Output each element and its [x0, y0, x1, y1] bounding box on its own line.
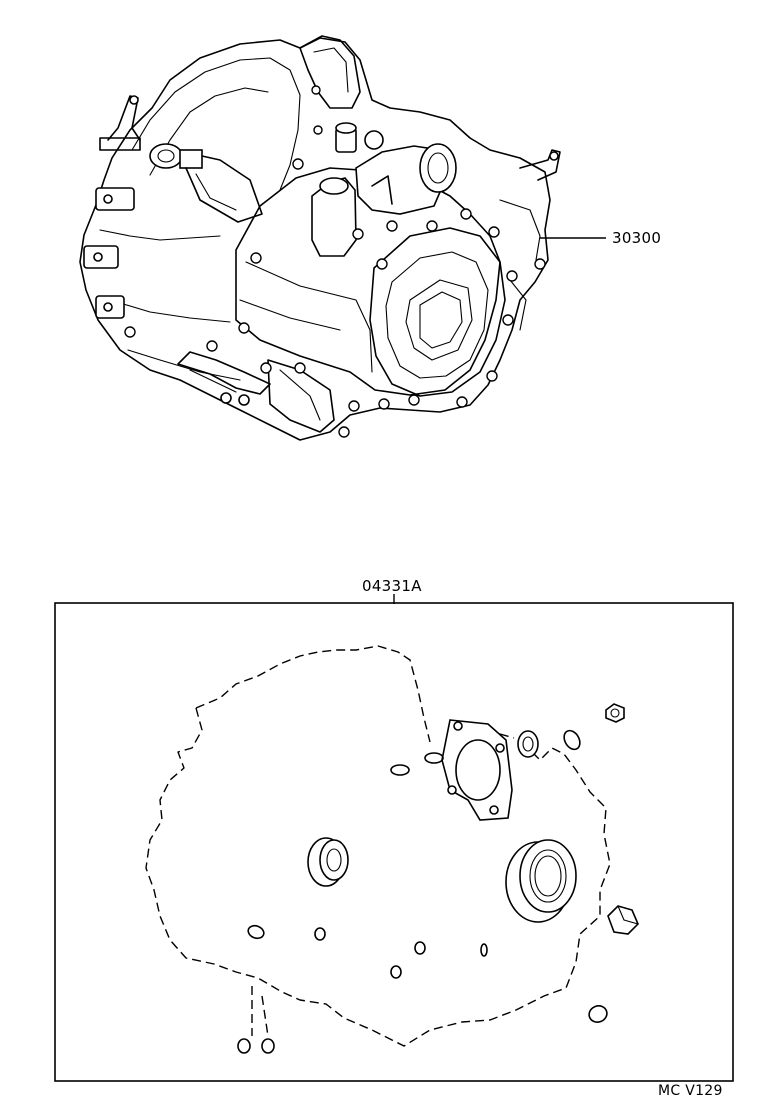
gasket-kit-frame: [54, 602, 734, 1082]
part-number-30300: 30300: [612, 229, 662, 247]
diagram-code: MC V129: [658, 1083, 723, 1099]
gasket-kit-icon: [145, 645, 639, 1054]
part-number-04331a: 04331A: [362, 577, 422, 595]
transaxle-assembly-icon: [79, 35, 561, 441]
